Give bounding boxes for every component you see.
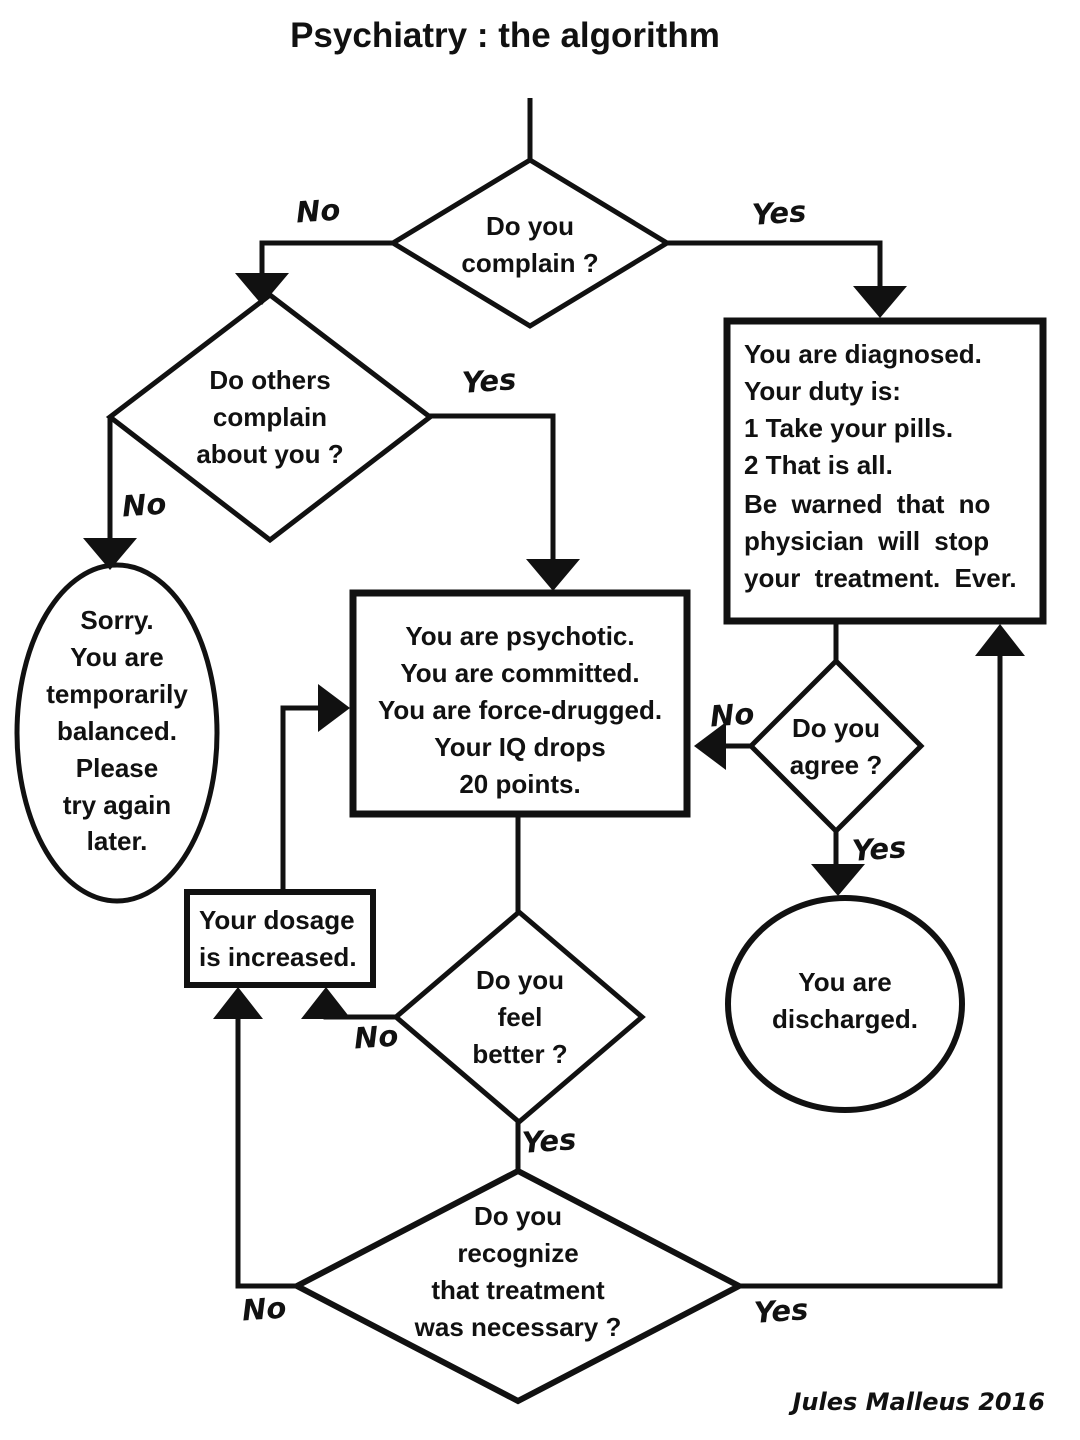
node-do-you-complain: Do you complain ?: [461, 211, 599, 278]
node-discharged: You are discharged.: [772, 967, 918, 1034]
edge-label-complain-no: No: [294, 192, 342, 230]
node-dosage-increased: Your dosage is increased.: [199, 905, 357, 972]
edge-label-others-no: No: [120, 486, 168, 524]
edge-label-others-yes: Yes: [460, 362, 518, 400]
complain-diamond-shape: [388, 157, 672, 329]
diagnosed-box-shape: [723, 317, 1047, 625]
recognize-diamond-shape: [290, 1167, 746, 1405]
agree-diamond-shape: [747, 657, 925, 835]
arrowhead-into-dosage-left: [213, 987, 263, 1019]
arrowhead-into-psychotic-right: [694, 722, 726, 770]
node-recognize-treatment: Do you recognize that treatment was nece…: [414, 1201, 622, 1342]
author-signature: Jules Malleus 2016: [792, 1388, 1046, 1416]
edge-label-feel-yes: Yes: [520, 1122, 578, 1160]
arrowhead-into-balanced: [83, 538, 137, 570]
psychotic-box-shape: [349, 589, 691, 818]
arrowhead-into-diagnosed-bottom: [975, 624, 1025, 656]
node-temporarily-balanced: Sorry. You are temporarily balanced. Ple…: [46, 605, 188, 857]
feel-better-diamond-shape: [392, 908, 646, 1126]
discharged-circle-shape: [725, 895, 965, 1113]
connector-recognize-no: [235, 1010, 297, 1289]
edge-label-agree-no: No: [708, 696, 756, 734]
node-diagnosed-warning: Be warned that no physician will stop yo…: [744, 489, 1017, 593]
edge-label-complain-yes: Yes: [750, 194, 808, 232]
dosage-box-shape: [184, 889, 376, 988]
arrowhead-into-psychotic-left: [318, 684, 350, 732]
arrowhead-into-diagnosed-top: [853, 286, 907, 318]
arrowhead-into-psychotic-top: [526, 559, 580, 591]
others-complain-diamond-shape: [105, 291, 435, 544]
edge-label-recognize-no: No: [240, 1290, 288, 1328]
edge-label-agree-yes: Yes: [850, 830, 908, 868]
arrowhead-into-discharged: [811, 864, 865, 896]
node-do-others-complain: Do others complain about you ?: [196, 365, 344, 469]
connector-recognize-yes: [739, 648, 1003, 1289]
arrowhead-into-others-complain: [235, 273, 289, 305]
connector-dosage-psychotic: [280, 705, 324, 892]
balanced-ellipse-shape: [14, 562, 220, 904]
arrowhead-into-dosage-right: [301, 987, 351, 1019]
connector-others-yes: [428, 413, 556, 566]
node-diagnosed-main: You are diagnosed. Your duty is: 1 Take …: [744, 339, 982, 480]
connector-complain-no: [259, 240, 393, 280]
page-title: Psychiatry : the algorithm: [290, 16, 720, 55]
node-feel-better: Do you feel better ?: [472, 965, 568, 1069]
node-psychotic: You are psychotic. You are committed. Yo…: [377, 621, 663, 799]
connector-complain-yes: [667, 240, 883, 293]
node-do-you-agree: Do you agree ?: [789, 713, 883, 780]
edge-label-recognize-yes: Yes: [752, 1292, 810, 1330]
edge-label-feel-no: No: [352, 1018, 400, 1056]
